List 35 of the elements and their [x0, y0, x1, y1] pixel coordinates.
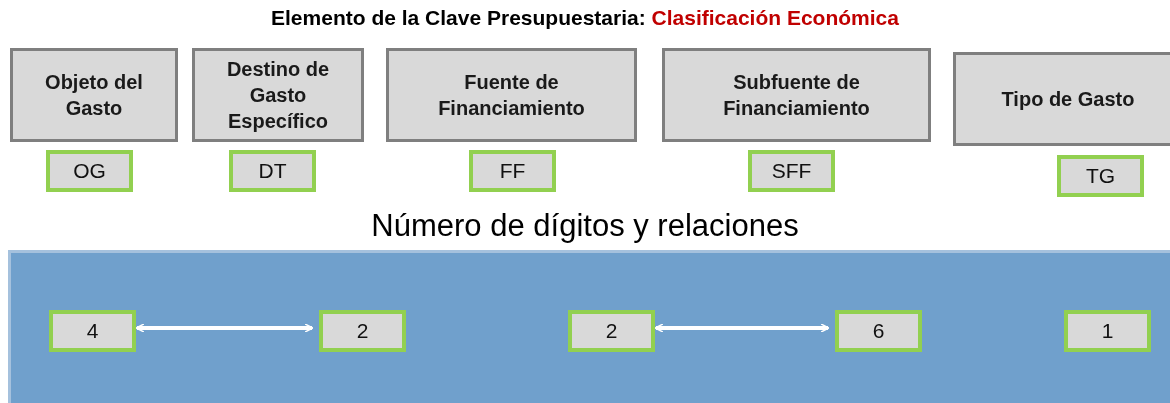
category-box	[953, 52, 1170, 146]
code-box	[49, 310, 136, 352]
code-box	[46, 150, 133, 192]
code-box	[568, 310, 655, 352]
code-box	[469, 150, 556, 192]
code-box	[835, 310, 922, 352]
double-arrow	[654, 323, 830, 333]
box-text: 4	[86, 319, 99, 343]
box-text: Fuente de Financiamiento	[437, 70, 586, 121]
category-box	[192, 48, 364, 142]
category-box	[386, 48, 637, 142]
box-text: SFF	[771, 159, 812, 183]
box-text: FF	[499, 159, 526, 183]
code-box	[748, 150, 835, 192]
box-text: 6	[872, 319, 885, 343]
code-box	[1064, 310, 1151, 352]
code-box	[1057, 155, 1144, 197]
code-box	[319, 310, 406, 352]
box-text: OG	[73, 159, 106, 183]
subtitle: Número de dígitos y relaciones	[370, 208, 800, 244]
code-box	[229, 150, 316, 192]
title: Elemento de la Clave Presupuestaria: Clasificación Económica	[270, 6, 900, 30]
box-text: Subfuente de Financiamiento	[722, 70, 871, 121]
box-text: 1	[1101, 319, 1114, 343]
box-text: Destino de Gasto Específico	[225, 57, 331, 134]
panel-background	[8, 250, 1170, 403]
box-text: DT	[258, 159, 287, 183]
double-arrow	[135, 323, 314, 333]
category-box	[662, 48, 931, 142]
box-text: Tipo de Gasto	[1001, 87, 1135, 112]
category-box	[10, 48, 178, 142]
box-text: Objeto del Gasto	[44, 70, 144, 121]
box-text: 2	[356, 319, 369, 343]
box-text: TG	[1085, 164, 1116, 188]
box-text: 2	[605, 319, 618, 343]
